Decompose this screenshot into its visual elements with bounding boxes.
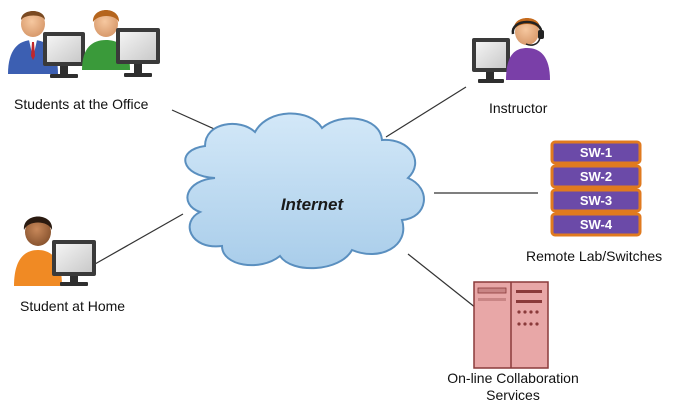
office-students-icon xyxy=(8,10,160,78)
label-collaboration: On-line Collaboration Services xyxy=(433,370,593,404)
switch-label: SW-1 xyxy=(580,145,612,160)
label-collaboration-line2: Services xyxy=(486,387,540,403)
remote-lab-switches: SW-1 SW-2 SW-3 SW-4 xyxy=(550,140,642,237)
instructor-icon xyxy=(472,18,550,83)
switch-sw4: SW-4 xyxy=(550,212,642,237)
switch-sw3: SW-3 xyxy=(550,188,642,213)
label-instructor: Instructor xyxy=(489,100,548,116)
label-collaboration-line1: On-line Collaboration xyxy=(447,370,579,386)
switch-label: SW-2 xyxy=(580,169,612,184)
link-instructor-internet xyxy=(385,86,467,138)
label-student-home: Student at Home xyxy=(20,298,126,314)
link-collab-internet xyxy=(407,253,477,309)
server-rack-icon xyxy=(473,281,549,369)
internet-label: Internet xyxy=(281,195,345,214)
label-students-office: Students at the Office xyxy=(14,96,149,112)
home-student-icon xyxy=(14,216,96,286)
internet-cloud: Internet xyxy=(184,112,425,269)
switch-label: SW-3 xyxy=(580,193,612,208)
switch-sw1: SW-1 xyxy=(550,140,642,165)
switch-sw2: SW-2 xyxy=(550,164,642,189)
cloud-shape xyxy=(184,112,425,269)
label-remote-lab: Remote Lab/Switches xyxy=(526,248,663,264)
switch-label: SW-4 xyxy=(580,217,613,232)
link-home-internet xyxy=(94,213,184,265)
